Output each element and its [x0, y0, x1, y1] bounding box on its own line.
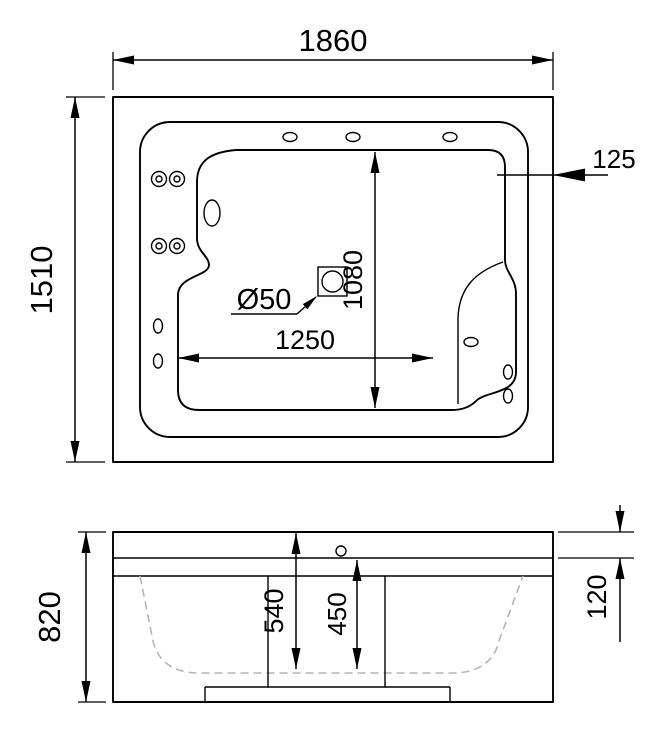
dim-label-1860: 1860	[299, 23, 368, 58]
arrowhead	[370, 387, 380, 408]
overflow-hole-icon	[335, 545, 347, 557]
dim-depth-rim: 540	[259, 533, 301, 669]
dim-overall-width: 1860	[112, 23, 554, 90]
jet-icon	[502, 388, 514, 404]
jet-icon	[502, 364, 514, 380]
pillow-icon	[203, 199, 221, 227]
arrowhead	[81, 681, 91, 702]
arrowhead	[370, 152, 380, 173]
dim-label-120: 120	[582, 574, 612, 619]
tub-rim	[139, 121, 529, 438]
jet-icon	[152, 318, 164, 334]
dim-basin-length: 1250	[178, 325, 433, 363]
jet-icon	[463, 336, 479, 348]
basin-outline	[177, 149, 517, 411]
arrowhead	[302, 296, 317, 310]
arrowhead	[553, 168, 585, 182]
arrowhead	[615, 558, 625, 579]
pedestal	[204, 576, 451, 702]
jet-icon	[282, 131, 298, 143]
arrowhead	[291, 648, 301, 669]
dim-rim-width: 125	[497, 144, 636, 182]
arrowhead	[113, 55, 134, 65]
arrowhead	[412, 353, 433, 363]
basin-profile-hidden	[139, 575, 524, 674]
arrowhead	[70, 97, 80, 118]
arrowhead	[532, 55, 553, 65]
tub-outer-edge	[112, 96, 554, 463]
dim-basin-depth: 1080	[338, 152, 380, 408]
dim-label-540: 540	[259, 588, 289, 633]
drain-callout: Ø50	[231, 284, 317, 316]
arrowhead	[81, 532, 91, 553]
dim-label-125: 125	[592, 144, 635, 174]
dim-rim-height: 120	[558, 505, 634, 642]
dim-depth-seat: 450	[322, 560, 362, 669]
arrowhead	[291, 533, 301, 554]
seat-contour	[457, 261, 504, 404]
jet-icon	[345, 131, 361, 143]
dim-label-1080: 1080	[338, 250, 368, 310]
arrowhead	[352, 648, 362, 669]
jet-icon	[442, 131, 458, 143]
arrowhead	[70, 441, 80, 462]
dim-label-drain: Ø50	[237, 284, 292, 316]
arrowhead	[178, 353, 199, 363]
jet-icon	[152, 353, 164, 369]
front-view: 820 540 450 120	[32, 505, 634, 703]
tub-front-outline	[112, 531, 554, 703]
dim-label-1510: 1510	[24, 246, 59, 315]
back-jets	[150, 170, 186, 255]
dim-label-450: 450	[322, 592, 352, 635]
arrowhead	[352, 560, 362, 581]
arrowhead	[615, 511, 625, 532]
dim-label-820: 820	[32, 591, 67, 643]
dim-label-1250: 1250	[275, 325, 335, 355]
dim-overall-depth: 1510	[24, 96, 105, 463]
drain	[317, 266, 348, 297]
top-view: 1860 1510 125 1080 12	[24, 23, 636, 463]
dim-overall-height: 820	[32, 531, 106, 703]
